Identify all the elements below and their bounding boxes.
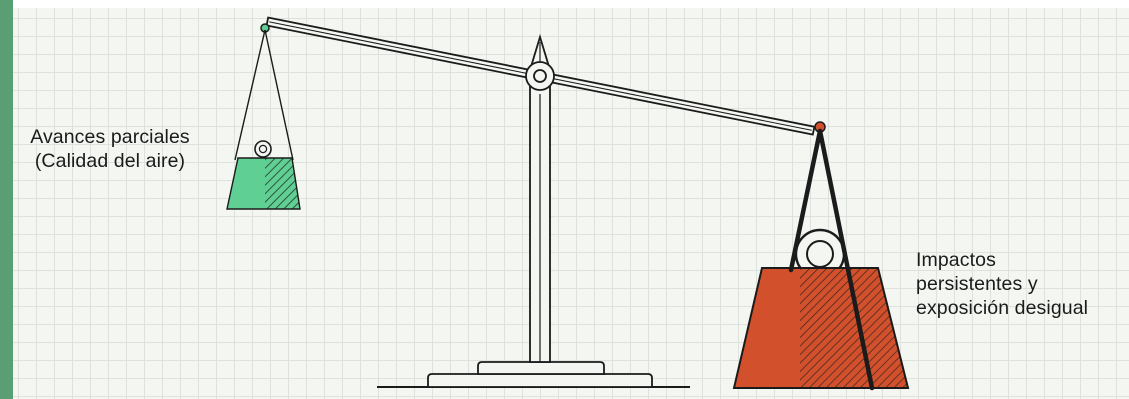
scale-base bbox=[428, 362, 652, 387]
light-side-label: Avances parciales (Calidad del aire) bbox=[14, 125, 206, 173]
light-weight bbox=[227, 141, 300, 209]
heavy-side-label-line-3: exposición desigual bbox=[916, 296, 1129, 320]
heavy-weight bbox=[734, 230, 908, 388]
light-side-label-line-1: Avances parciales bbox=[14, 125, 206, 149]
heavy-side-label-line-1: Impactos bbox=[916, 248, 1129, 272]
light-side-label-line-2: (Calidad del aire) bbox=[14, 149, 206, 173]
scale-post bbox=[530, 86, 550, 362]
heavy-side-label-line-2: persistentes y bbox=[916, 272, 1129, 296]
pivot-inner bbox=[534, 70, 546, 82]
heavy-side-label: Impactos persistentes y exposición desig… bbox=[916, 248, 1129, 320]
